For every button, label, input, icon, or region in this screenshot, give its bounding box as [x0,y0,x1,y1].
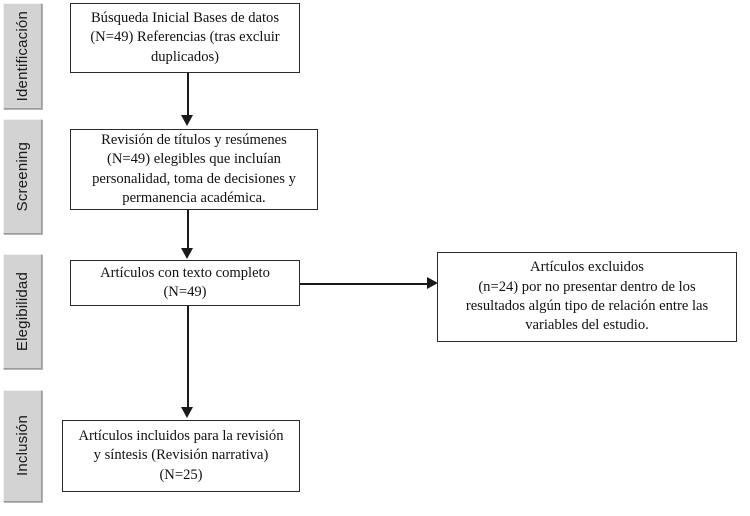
connector-eligibility-to-included-line [187,306,189,409]
connector-screening-to-eligibility-arrowhead [181,248,193,259]
node-texto-completo-text: Artículos con texto completo (N=49) [100,264,270,300]
node-revision-titulos: Revisión de títulos y resúmenes (N=49) e… [70,129,318,210]
stage-screening: Screening [3,119,42,234]
stage-label-screening: Screening [14,141,31,212]
connector-screening-to-eligibility-line [187,210,189,250]
connector-eligibility-to-excluded-line [300,283,430,285]
stage-elegibilidad: Elegibilidad [3,254,42,369]
stage-label-inclusion: Inclusión [14,415,31,477]
node-texto-completo: Artículos con texto completo (N=49) [70,260,300,306]
node-busqueda-inicial-text: Búsqueda Inicial Bases de datos (N=49) R… [90,9,280,65]
node-busqueda-inicial: Búsqueda Inicial Bases de datos (N=49) R… [70,3,300,73]
stage-label-identificacion: Identificación [14,10,31,102]
connector-identification-to-screening-line [187,73,189,117]
connector-eligibility-to-included-arrowhead [181,407,193,418]
node-articulos-excluidos-text: Artículos excluidos (n=24) por no presen… [465,259,709,334]
node-articulos-excluidos: Artículos excluidos (n=24) por no presen… [437,252,737,342]
stage-inclusion: Inclusión [3,390,42,502]
node-articulos-incluidos-text: Artículos incluidos para la revisión y s… [78,427,284,483]
node-revision-titulos-text: Revisión de títulos y resúmenes (N=49) e… [92,131,296,206]
node-articulos-incluidos: Artículos incluidos para la revisión y s… [62,420,300,492]
connector-identification-to-screening-arrowhead [181,115,193,126]
connector-eligibility-to-excluded-arrowhead [427,277,438,289]
stage-identificacion: Identificación [3,3,42,109]
stage-label-elegibilidad: Elegibilidad [14,271,31,352]
